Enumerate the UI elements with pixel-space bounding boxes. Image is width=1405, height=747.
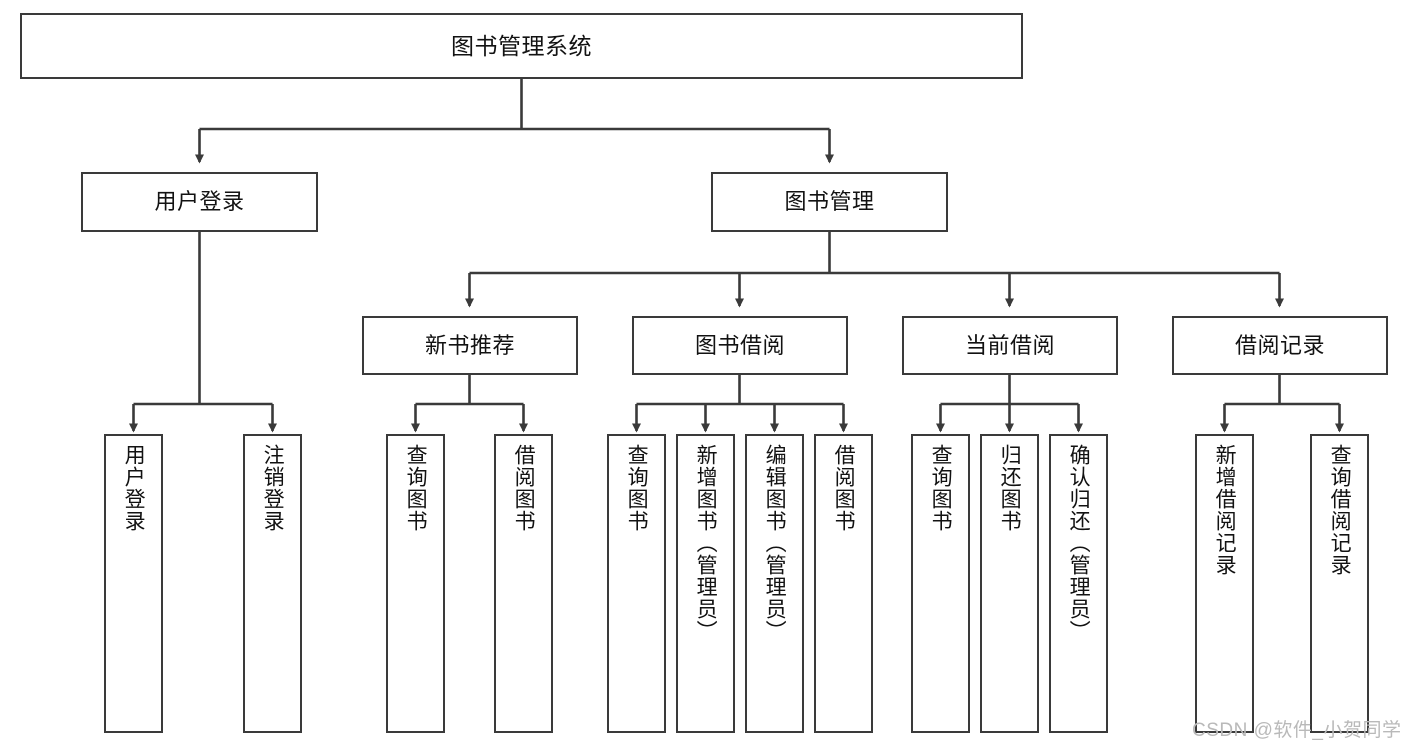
node-label: 编辑图书（管理员） [763, 444, 787, 642]
node-label: 查询图书 [625, 444, 649, 532]
node-book-management[interactable]: 图书管理 [711, 172, 948, 232]
leaf-user-login-login[interactable]: 用户登录 [104, 434, 163, 733]
leaf-current-borrow-query[interactable]: 查询图书 [911, 434, 970, 733]
node-borrow-record[interactable]: 借阅记录 [1172, 316, 1388, 375]
node-label: 图书借阅 [694, 332, 785, 358]
node-label: 图书管理系统 [451, 32, 592, 59]
watermark-csdn: CSDN @软件_小贺同学 [1192, 720, 1402, 741]
node-label: 借阅图书 [832, 444, 856, 532]
leaf-book-borrow-query[interactable]: 查询图书 [607, 434, 666, 733]
node-label: 新增图书（管理员） [694, 444, 718, 642]
node-label: 注销登录 [261, 444, 285, 532]
leaf-borrow-record-add[interactable]: 新增借阅记录 [1195, 434, 1254, 733]
leaf-user-login-logout[interactable]: 注销登录 [243, 434, 302, 733]
leaf-book-borrow-borrow[interactable]: 借阅图书 [814, 434, 873, 733]
node-label: 借阅图书 [512, 444, 536, 532]
node-label: 归还图书 [998, 444, 1022, 532]
node-user-login[interactable]: 用户登录 [81, 172, 318, 232]
node-label: 查询借阅记录 [1328, 444, 1352, 576]
node-label: 查询图书 [404, 444, 428, 532]
node-label: 用户登录 [154, 189, 245, 215]
node-new-book-recommend[interactable]: 新书推荐 [362, 316, 578, 375]
node-label: 当前借阅 [964, 332, 1055, 358]
node-book-borrow[interactable]: 图书借阅 [632, 316, 848, 375]
leaf-current-borrow-confirm-return[interactable]: 确认归还（管理员） [1049, 434, 1108, 733]
node-root-book-management-system[interactable]: 图书管理系统 [20, 13, 1023, 79]
node-label: 借阅记录 [1234, 332, 1325, 358]
node-label: 查询图书 [929, 444, 953, 532]
node-label: 图书管理 [784, 189, 875, 215]
node-current-borrow[interactable]: 当前借阅 [902, 316, 1118, 375]
leaf-book-borrow-add[interactable]: 新增图书（管理员） [676, 434, 735, 733]
leaf-new-book-borrow[interactable]: 借阅图书 [494, 434, 553, 733]
node-label: 确认归还（管理员） [1067, 444, 1091, 642]
node-label: 用户登录 [122, 444, 146, 532]
leaf-book-borrow-edit[interactable]: 编辑图书（管理员） [745, 434, 804, 733]
leaf-current-borrow-return[interactable]: 归还图书 [980, 434, 1039, 733]
node-label: 新书推荐 [424, 332, 515, 358]
leaf-new-book-query[interactable]: 查询图书 [386, 434, 445, 733]
leaf-borrow-record-query[interactable]: 查询借阅记录 [1310, 434, 1369, 733]
node-label: 新增借阅记录 [1213, 444, 1237, 576]
